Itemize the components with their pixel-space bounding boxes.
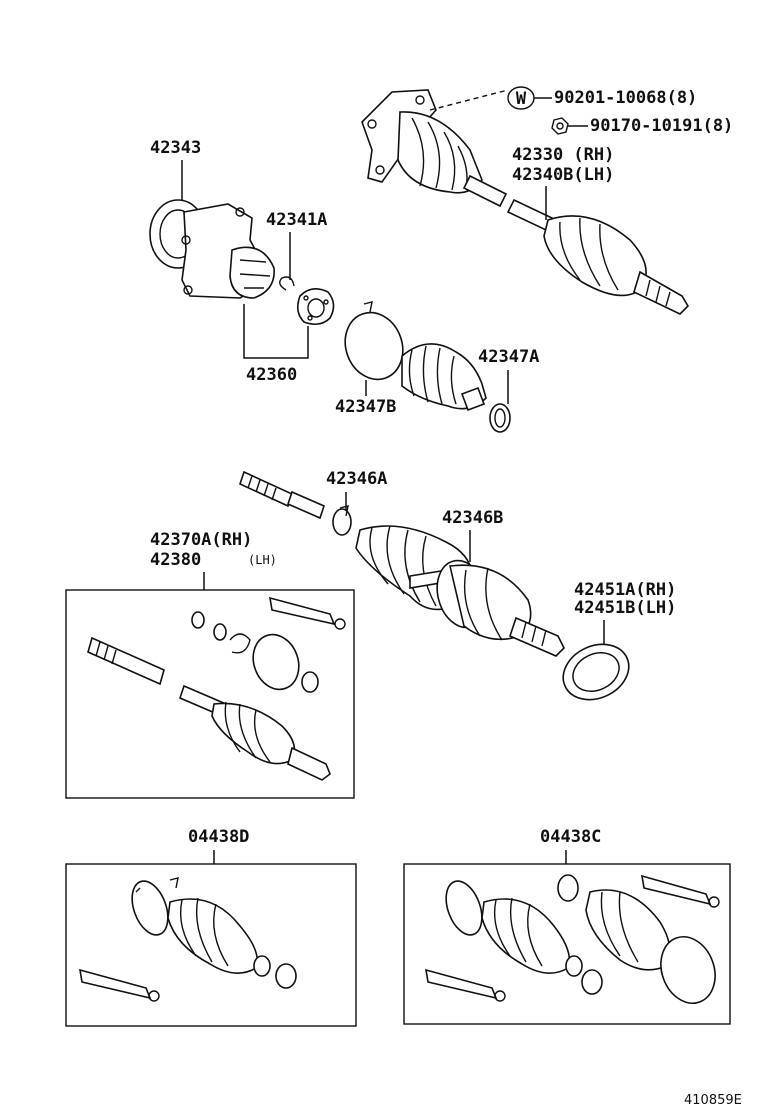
dust-deflector-42451 [562, 643, 630, 701]
kit-box-42370a [65, 589, 355, 799]
label-90170-10191: 90170-10191(8) [590, 116, 733, 136]
label-42380-lh: (LH) [248, 553, 277, 567]
label-42360: 42360 [246, 365, 297, 385]
kit-42370a-contents [87, 596, 346, 781]
boot-clamp-42347b [344, 301, 404, 381]
nut-icon [551, 117, 569, 135]
label-42347a: 42347A [478, 347, 539, 367]
kit-04438c-contents [425, 874, 720, 1004]
boot-band-42346a [332, 505, 352, 536]
washer-letter: W [516, 89, 527, 109]
label-42346a: 42346A [326, 469, 387, 489]
kit-04438d-contents [79, 877, 297, 1002]
label-42330-rh: 42330 (RH) [512, 145, 614, 165]
inner-shaft [239, 470, 325, 520]
washer-symbol: W [507, 86, 535, 110]
outer-shaft-assembly [361, 89, 690, 315]
bearing-inner-race [296, 288, 335, 326]
label-42347b: 42347B [335, 397, 396, 417]
label-42340b-lh: 42340B(LH) [512, 165, 614, 185]
label-42380: 42380 [150, 550, 201, 570]
boot-clamp-42347a [489, 403, 511, 433]
label-42343: 42343 [150, 138, 201, 158]
inboard-boot [401, 343, 487, 412]
label-42451a-rh: 42451A(RH) [574, 580, 676, 600]
label-04438c: 04438C [540, 827, 601, 847]
kit-box-04438c [403, 863, 731, 1025]
label-90201-10068: 90201-10068(8) [554, 88, 697, 108]
kit-box-04438d [65, 863, 357, 1027]
snap-ring-42341a [279, 276, 295, 291]
label-42451b-lh: 42451B(LH) [574, 598, 676, 618]
label-42341a: 42341A [266, 210, 327, 230]
boot-42346b [355, 525, 532, 641]
washer-leader [429, 89, 509, 111]
label-04438d: 04438D [188, 827, 249, 847]
figure-id: 410859E [684, 1093, 742, 1108]
label-42370a-rh: 42370A(RH) [150, 530, 252, 550]
label-42346b: 42346B [442, 508, 503, 528]
tripod-stub [509, 616, 565, 657]
outboard-joint-housing [181, 203, 275, 299]
